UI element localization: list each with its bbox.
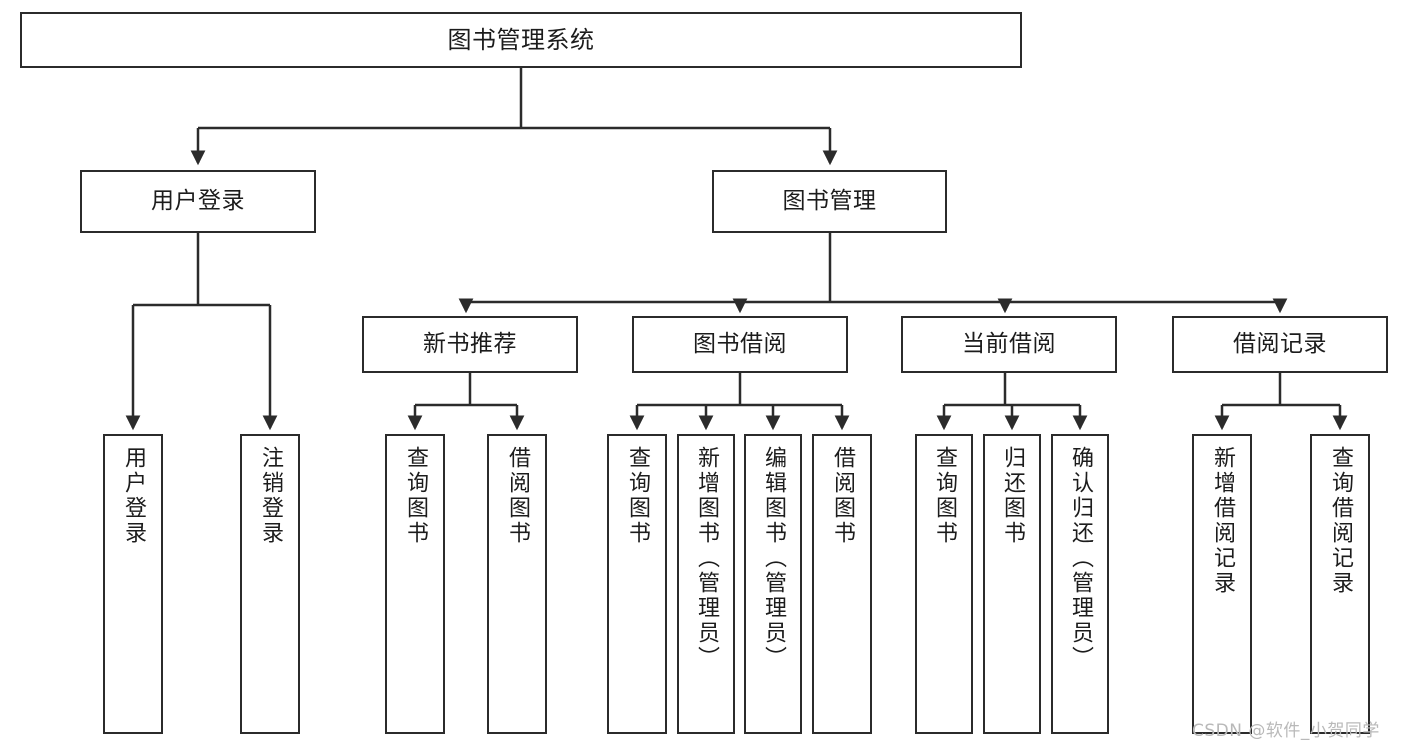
node-leaf-return-book[interactable]: 归还图书	[983, 434, 1041, 734]
node-label: 当前借阅	[962, 330, 1056, 357]
node-label: 注销登录	[258, 446, 283, 546]
node-borrow-record[interactable]: 借阅记录	[1172, 316, 1388, 373]
node-label: 查询图书	[932, 446, 957, 546]
node-leaf-query-book-borrow[interactable]: 查询图书	[607, 434, 667, 734]
node-leaf-add-book-admin[interactable]: 新增图书（管理员）	[677, 434, 735, 734]
node-label: 查询图书	[403, 446, 428, 546]
node-leaf-user-login[interactable]: 用户登录	[103, 434, 163, 734]
node-label: 图书管理系统	[447, 25, 595, 54]
node-label: 借阅记录	[1233, 330, 1327, 357]
node-user-login[interactable]: 用户登录	[80, 170, 316, 233]
watermark-text: CSDN @软件_小贺同学	[1192, 721, 1380, 741]
node-leaf-confirm-return-admin[interactable]: 确认归还（管理员）	[1051, 434, 1109, 734]
node-label: 查询图书	[625, 446, 650, 546]
node-leaf-query-book-recommend[interactable]: 查询图书	[385, 434, 445, 734]
node-label: 借阅图书	[830, 446, 855, 546]
node-label: 确认归还（管理员）	[1068, 446, 1093, 671]
node-label: 新书推荐	[423, 330, 517, 357]
node-book-management[interactable]: 图书管理	[712, 170, 947, 233]
node-root-system[interactable]: 图书管理系统	[20, 12, 1022, 68]
node-label: 图书管理	[782, 187, 877, 214]
node-current-borrow[interactable]: 当前借阅	[901, 316, 1117, 373]
node-leaf-borrow-book[interactable]: 借阅图书	[812, 434, 872, 734]
node-leaf-query-borrow-record[interactable]: 查询借阅记录	[1310, 434, 1370, 734]
node-new-book-recommend[interactable]: 新书推荐	[362, 316, 578, 373]
node-label: 查询借阅记录	[1328, 446, 1353, 596]
node-label: 新增图书（管理员）	[694, 446, 719, 671]
node-leaf-edit-book-admin[interactable]: 编辑图书（管理员）	[744, 434, 802, 734]
node-label: 归还图书	[1000, 446, 1025, 546]
node-label: 图书借阅	[693, 330, 787, 357]
node-leaf-borrow-book-recommend[interactable]: 借阅图书	[487, 434, 547, 734]
node-label: 借阅图书	[505, 446, 530, 546]
node-label: 编辑图书（管理员）	[761, 446, 786, 671]
node-leaf-query-book-current[interactable]: 查询图书	[915, 434, 973, 734]
node-label: 新增借阅记录	[1210, 446, 1235, 596]
node-leaf-add-borrow-record[interactable]: 新增借阅记录	[1192, 434, 1252, 734]
node-leaf-logout[interactable]: 注销登录	[240, 434, 300, 734]
node-label: 用户登录	[151, 187, 245, 214]
node-label: 用户登录	[121, 446, 146, 546]
node-book-borrow[interactable]: 图书借阅	[632, 316, 848, 373]
